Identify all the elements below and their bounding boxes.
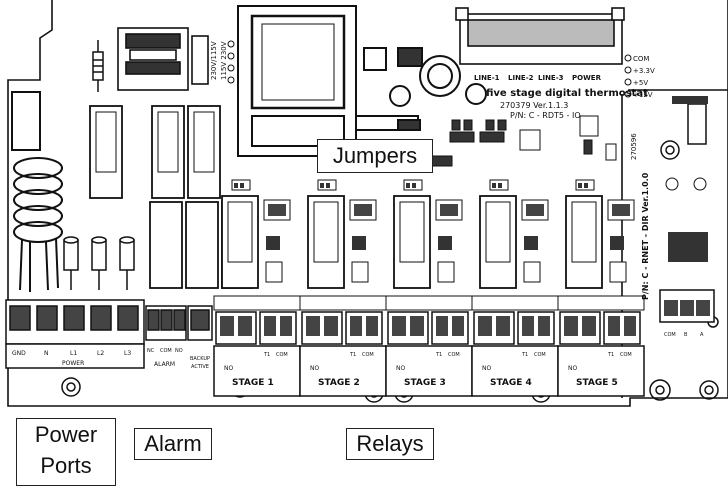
relay-t1-label: T1 bbox=[263, 352, 270, 358]
fuses bbox=[63, 236, 135, 290]
svg-text:+3.3V: +3.3V bbox=[633, 67, 655, 75]
relay-stage: NO T1 COM STAGE 1 bbox=[213, 179, 301, 397]
svg-text:N: N bbox=[44, 350, 49, 357]
relay-com-label: COM bbox=[534, 352, 546, 358]
svg-text:ALARM: ALARM bbox=[154, 361, 175, 368]
power-pin-labels: GND N L1 L2 L3 POWER bbox=[12, 350, 131, 367]
svg-text:LINE-2: LINE-2 bbox=[508, 74, 534, 82]
relay-com-label: COM bbox=[362, 352, 374, 358]
alarm-callout: Alarm bbox=[134, 428, 212, 460]
svg-text:BACKUP: BACKUP bbox=[190, 356, 210, 362]
svg-text:POWER: POWER bbox=[62, 360, 84, 367]
relay-no-label: NO bbox=[568, 365, 577, 372]
svg-text:270379 Ver.1.1.3: 270379 Ver.1.1.3 bbox=[500, 101, 568, 110]
svg-text:230V/115V: 230V/115V bbox=[210, 41, 218, 80]
side-board: 270596 P/N: C - RNET - DIR Ver.1.0.0 COM… bbox=[630, 96, 715, 338]
svg-text:COM: COM bbox=[160, 348, 172, 354]
relay-com-label: COM bbox=[448, 352, 460, 358]
svg-text:L1: L1 bbox=[70, 350, 77, 357]
stage-label: STAGE 4 bbox=[490, 378, 532, 388]
svg-text:NC: NC bbox=[147, 348, 155, 354]
relay-t1-label: T1 bbox=[521, 352, 528, 358]
power-rail: COM +3.3V +5V +12V bbox=[624, 54, 655, 99]
fuse-holder bbox=[117, 27, 209, 91]
alarm-labels: NC COM NO ALARM BACKUP ACTIVE bbox=[147, 348, 210, 370]
relay-t1-label: T1 bbox=[435, 352, 442, 358]
relay-stage: NO T1 COM STAGE 3 bbox=[385, 179, 473, 397]
power-callout-line2: Ports bbox=[40, 453, 92, 478]
svg-text:COM: COM bbox=[633, 55, 649, 63]
svg-text:P/N: C - RNET - DIR Ver.1.0.0: P/N: C - RNET - DIR Ver.1.0.0 bbox=[641, 172, 650, 300]
svg-text:270596: 270596 bbox=[630, 133, 638, 160]
svg-text:COM: COM bbox=[664, 332, 676, 338]
svg-text:+5V: +5V bbox=[633, 79, 648, 87]
svg-text:L3: L3 bbox=[124, 350, 131, 357]
relay-stage: NO T1 COM STAGE 2 bbox=[299, 179, 387, 397]
ic-chips bbox=[417, 115, 617, 167]
svg-text:115V 230V: 115V 230V bbox=[220, 41, 228, 80]
board-title: five stage digital thermostat 270379 Ver… bbox=[486, 88, 648, 120]
transformer-rating: 230V/115V 115V 230V bbox=[210, 40, 235, 84]
svg-text:POWER: POWER bbox=[572, 74, 602, 82]
relay-no-label: NO bbox=[396, 365, 405, 372]
relay-stage: NO T1 COM STAGE 5 bbox=[557, 179, 645, 397]
svg-text:+12V: +12V bbox=[633, 91, 653, 99]
svg-text:LINE-1: LINE-1 bbox=[474, 74, 500, 82]
power-callout-line1: Power bbox=[34, 422, 98, 447]
resistor bbox=[92, 40, 104, 92]
relay-t1-label: T1 bbox=[607, 352, 614, 358]
relays-callout: Relays bbox=[346, 428, 434, 460]
svg-text:ACTIVE: ACTIVE bbox=[191, 364, 209, 370]
power-terminal-block bbox=[5, 299, 145, 369]
ribbon-connector bbox=[455, 7, 625, 65]
relay-no-label: NO bbox=[224, 365, 233, 372]
relay-stages: NO T1 COM STAGE 1 NO T1 COM STAGE 2 NO T1 COM STAGE… bbox=[213, 179, 645, 397]
relay-com-label: COM bbox=[620, 352, 632, 358]
stage-label: STAGE 3 bbox=[404, 378, 446, 388]
jumper-labels: LINE-1 LINE-2 LINE-3 POWER bbox=[474, 74, 602, 82]
stage-label: STAGE 5 bbox=[576, 378, 618, 388]
relay-no-label: NO bbox=[482, 365, 491, 372]
relay-stage: NO T1 COM STAGE 4 bbox=[471, 179, 559, 397]
svg-text:five stage digital thermostat: five stage digital thermostat bbox=[486, 88, 648, 99]
relay-t1-label: T1 bbox=[349, 352, 356, 358]
svg-text:GND: GND bbox=[12, 350, 26, 357]
jumpers-callout: Jumpers bbox=[317, 139, 433, 173]
svg-text:NO: NO bbox=[175, 348, 183, 354]
relay-com-label: COM bbox=[276, 352, 288, 358]
transformer bbox=[237, 5, 357, 157]
svg-text:L2: L2 bbox=[97, 350, 104, 357]
svg-text:LINE-3: LINE-3 bbox=[538, 74, 564, 82]
capacitors bbox=[355, 47, 487, 131]
stage-label: STAGE 1 bbox=[232, 378, 274, 388]
inductor-coil bbox=[11, 91, 63, 292]
relay-no-label: NO bbox=[310, 365, 319, 372]
alarm-terminal-block bbox=[145, 305, 213, 341]
svg-text:A: A bbox=[700, 332, 704, 338]
svg-text:B: B bbox=[684, 332, 688, 338]
power-ports-callout: Power Ports bbox=[16, 418, 116, 486]
svg-text:P/N: C - RDT5 - IO: P/N: C - RDT5 - IO bbox=[510, 111, 581, 120]
stage-label: STAGE 2 bbox=[318, 378, 360, 388]
